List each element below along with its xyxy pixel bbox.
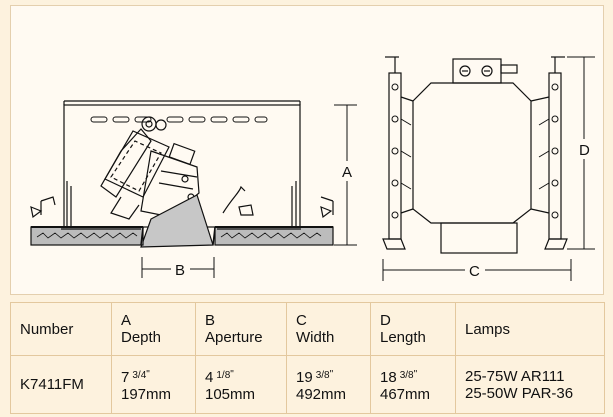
dimension-b-label: B <box>175 262 185 279</box>
technical-drawing: A B <box>10 5 604 295</box>
dimension-c-label: C <box>469 263 480 280</box>
header-length-letter: D <box>380 312 391 329</box>
cell-lamps: 25-75W AR111 25-50W PAR-36 <box>455 355 605 414</box>
length-mm: 467mm <box>380 386 431 403</box>
width-mm: 492mm <box>296 386 347 403</box>
header-depth-letter: A <box>121 312 132 329</box>
ceiling-layer <box>30 226 334 246</box>
aperture-frac-den: 8 <box>224 370 231 381</box>
depth-inches-whole: 7 <box>121 369 130 386</box>
dimension-b <box>141 257 215 278</box>
dimension-c <box>382 259 572 281</box>
header-number-label: Number <box>20 320 74 338</box>
length-frac-den: 8 <box>408 370 414 381</box>
cell-depth: 7 3/4" 197mm <box>111 355 196 414</box>
dimension-d <box>567 56 595 250</box>
aperture-fraction: 1/8 <box>216 370 231 381</box>
header-lamps-label: Lamps <box>465 320 511 338</box>
header-aperture-letter: B <box>205 312 216 329</box>
depth-fraction: 3/4 <box>132 370 147 381</box>
dashed-slot <box>90 116 268 123</box>
cell-aperture: 4 1/8" 105mm <box>195 355 287 414</box>
cell-width: 19 3/8" 492mm <box>286 355 371 414</box>
ballast-box <box>440 222 518 254</box>
width-frac-num: 3 <box>315 370 322 381</box>
length-inches-whole: 18 <box>380 369 397 386</box>
right-rail <box>548 72 562 240</box>
width-fraction: 3/8 <box>315 370 330 381</box>
header-number: Number <box>10 302 112 356</box>
side-view <box>30 100 334 248</box>
model-number: K7411FM <box>20 376 84 393</box>
reflector-cone <box>140 194 214 248</box>
width-inches-whole: 19 <box>296 369 313 386</box>
table-row: K7411FM 7 3/4" 197mm 4 1/8" 105mm 19 3/8… <box>10 355 605 414</box>
cell-number: K7411FM <box>10 355 112 414</box>
header-width-label: Width <box>296 329 335 346</box>
lamp-option-1: 25-75W AR111 <box>465 367 565 385</box>
inch-mark: " <box>230 369 234 380</box>
dimension-d-label: D <box>579 142 590 159</box>
depth-frac-den: 4 <box>140 370 147 381</box>
aperture-inches-whole: 4 <box>205 369 214 386</box>
header-width-letter: C <box>296 312 307 329</box>
rail-clips <box>391 83 559 219</box>
left-rail <box>388 72 402 240</box>
inch-mark: " <box>146 369 150 380</box>
fixture-drawing-svg: A B <box>30 56 595 281</box>
dimension-a <box>334 104 357 246</box>
inch-mark: " <box>413 369 418 380</box>
inch-mark: " <box>329 369 334 380</box>
depth-frac-num: 3 <box>132 370 138 381</box>
header-depth-label: Depth <box>121 329 162 346</box>
depth-mm: 197mm <box>121 386 172 403</box>
length-frac-num: 3 <box>399 370 406 381</box>
header-length-label: Length <box>380 329 426 346</box>
top-housing <box>412 82 532 224</box>
aperture-frac-num: 1 <box>216 370 222 381</box>
width-frac-den: 8 <box>324 370 330 381</box>
dimension-a-label: A <box>342 164 352 181</box>
aperture-mm: 105mm <box>205 386 256 403</box>
top-view <box>382 56 568 254</box>
header-aperture-label: Aperture <box>205 329 263 346</box>
header-lamps: Lamps <box>455 302 605 356</box>
lamp-option-2: 25-50W PAR-36 <box>465 384 574 402</box>
length-fraction: 3/8 <box>399 370 414 381</box>
cell-length: 18 3/8" 467mm <box>370 355 456 414</box>
